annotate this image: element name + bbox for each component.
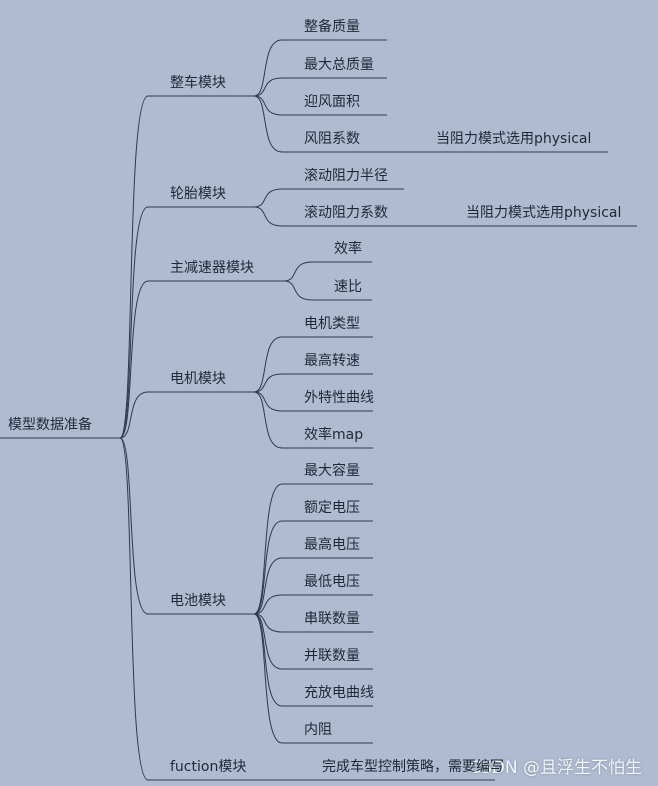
motor-child-label: 效率map xyxy=(304,427,364,443)
root-to-motor-connector xyxy=(119,391,149,439)
battery-module-label: 电池模块 xyxy=(170,593,226,609)
battery-child-label: 额定电压 xyxy=(304,500,360,516)
battery-child-label: 最高电压 xyxy=(304,537,360,553)
battery-child-connector xyxy=(253,557,283,615)
root-to-tire-connector xyxy=(119,206,149,439)
vehicle-child-connector xyxy=(253,77,283,97)
battery-child-label: 最大容量 xyxy=(304,463,360,479)
battery-child-label: 并联数量 xyxy=(304,648,360,664)
vehicle-child-label: 整备质量 xyxy=(304,19,360,35)
tire-child-connector xyxy=(253,206,283,227)
motor-child-connector xyxy=(253,391,283,412)
tire-child-connector xyxy=(253,188,283,208)
reducer-child-label: 效率 xyxy=(334,241,362,257)
root-to-vehicle-connector xyxy=(119,95,149,439)
motor-child-label: 最高转速 xyxy=(304,353,360,369)
vehicle-child-connector xyxy=(253,95,283,116)
fuction-module-label: fuction模块 xyxy=(170,759,247,775)
battery-child-connector xyxy=(253,520,283,615)
fuction-note-label: 完成车型控制策略，需要编写 xyxy=(322,759,504,775)
tire-child-label: 滚动阻力半径 xyxy=(304,168,388,184)
csdn-watermark: CSDN @且浮生不怕生 xyxy=(469,758,642,778)
motor-child-connector xyxy=(253,373,283,393)
vehicle-child-label: 风阻系数 xyxy=(304,131,360,147)
tire-module-label: 轮胎模块 xyxy=(170,186,226,202)
battery-child-connector xyxy=(253,483,283,615)
vehicle-child-label: 迎风面积 xyxy=(304,94,360,110)
battery-child-connector xyxy=(253,594,283,615)
vehicle-child-label: 最大总质量 xyxy=(304,57,374,73)
battery-child-label: 内阻 xyxy=(304,722,332,738)
motor-module-label: 电机模块 xyxy=(170,371,226,387)
motor-child-label: 外特性曲线 xyxy=(304,390,374,406)
motor-child-connector xyxy=(253,336,283,393)
motor-child-label: 电机类型 xyxy=(304,316,360,332)
motor-child-connector xyxy=(253,391,283,449)
battery-child-label: 最低电压 xyxy=(304,574,360,590)
tire-note-label: 当阻力模式选用physical xyxy=(466,205,622,221)
vehicle-module-label: 整车模块 xyxy=(170,75,226,91)
vehicle-note-label: 当阻力模式选用physical xyxy=(436,131,592,147)
root-to-battery-connector xyxy=(119,437,149,615)
tire-child-label: 滚动阻力系数 xyxy=(304,205,388,221)
reducer-module-label: 主减速器模块 xyxy=(170,260,254,276)
root-to-fuction-connector xyxy=(119,437,149,781)
battery-child-label: 充放电曲线 xyxy=(304,685,374,701)
reducer-child-connector xyxy=(283,280,313,301)
vehicle-child-connector xyxy=(253,95,283,153)
root-to-reducer-connector xyxy=(119,280,149,439)
reducer-child-connector xyxy=(283,261,313,282)
battery-child-connector xyxy=(253,613,283,744)
root-node-label: 模型数据准备 xyxy=(8,417,92,433)
battery-child-connector xyxy=(253,613,283,670)
reducer-child-label: 速比 xyxy=(334,279,362,295)
vehicle-child-connector xyxy=(253,39,283,97)
battery-child-connector xyxy=(253,613,283,707)
battery-child-label: 串联数量 xyxy=(304,611,360,627)
